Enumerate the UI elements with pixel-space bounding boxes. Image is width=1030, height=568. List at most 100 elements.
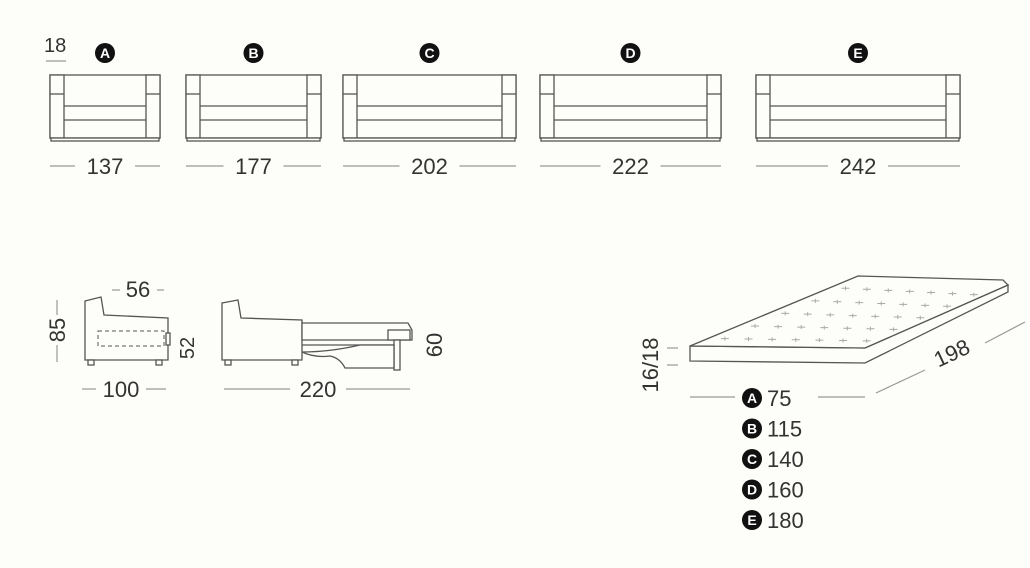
model-badge [419, 43, 440, 63]
model-letter: E [853, 45, 862, 61]
tuft-mark [969, 292, 978, 297]
model-letter: C [747, 451, 757, 467]
tuft-mark [927, 290, 936, 295]
sofa-front-B: B 177 [185, 43, 322, 179]
model-letter: C [424, 45, 434, 61]
foot [291, 359, 299, 366]
model-letter: B [248, 45, 258, 61]
armrest [342, 74, 358, 139]
tuft-mark [839, 338, 848, 343]
bed-end [387, 329, 411, 341]
mattress-width-item: D 160 [742, 478, 804, 503]
tuft-mark [899, 302, 908, 307]
side-view-open: 220 60 [221, 299, 447, 402]
sofa-base [540, 137, 721, 142]
bed-leg [393, 339, 401, 371]
tuft-mark [797, 325, 806, 330]
mattress-length-label: 198 [930, 334, 974, 372]
model-badge [742, 388, 762, 408]
dim-line [875, 369, 926, 394]
sofa-base [756, 137, 960, 142]
model-width-label: 177 [235, 154, 272, 179]
model-badge [742, 510, 762, 530]
foot [87, 359, 95, 366]
model-badge [620, 43, 641, 63]
model-badge [742, 449, 762, 469]
tuft-mark [862, 338, 871, 343]
model-letter: A [100, 45, 110, 61]
armrest [539, 74, 555, 139]
tuft-mark [791, 337, 800, 342]
seat-height-label: 52 [177, 337, 199, 359]
model-letter: B [747, 421, 757, 437]
armrest [945, 74, 961, 139]
armrest [306, 74, 322, 139]
armrest-width-label: 18 [44, 35, 66, 57]
tuft-mark [843, 326, 852, 331]
sofa-front-A: A 137 [49, 43, 161, 179]
tuft-mark [768, 337, 777, 342]
mattress-thickness-label: 16/18 [638, 337, 663, 392]
model-width-label: 202 [411, 154, 448, 179]
tuft-mark [744, 337, 753, 342]
tuft-mark [803, 312, 812, 317]
mattress-width-item: E 180 [742, 508, 804, 533]
hidden-bed-outline [97, 330, 165, 347]
model-width-label: 222 [612, 154, 649, 179]
foot [155, 359, 163, 366]
tuft-mark [862, 287, 871, 292]
side-view-closed: 56 85 52 100 [45, 277, 199, 402]
sofa-base [343, 137, 516, 142]
mattress-width-value: 115 [767, 417, 802, 442]
tuft-mark [833, 299, 842, 304]
model-badge [742, 479, 762, 500]
model-badge [742, 418, 762, 439]
model-letter: E [747, 512, 756, 528]
open-sofa-outline [221, 299, 303, 361]
tuft-mark [948, 291, 957, 296]
bed-handle [165, 332, 171, 346]
tuft-mark [841, 286, 850, 291]
model-badge [243, 43, 264, 63]
tuft-mark [893, 315, 902, 320]
sofa-front-C: C 202 [342, 43, 517, 179]
tuft-mark [871, 314, 880, 319]
mattress-width-item: B 115 [742, 417, 802, 442]
tuft-mark [905, 289, 914, 294]
armrest [49, 74, 65, 139]
tuft-mark [884, 288, 893, 293]
height-label: 85 [45, 318, 70, 342]
mattress-tufting [720, 286, 978, 343]
tuft-mark [848, 313, 857, 318]
armrest [185, 74, 201, 139]
model-letter: D [625, 45, 635, 61]
sofa-base [50, 137, 160, 142]
tuft-mark [877, 301, 886, 306]
tuft-mark [866, 326, 875, 331]
mattress-width-value: 75 [767, 386, 791, 411]
mattress-width-value: 160 [767, 478, 804, 503]
model-badge [848, 43, 868, 63]
model-width-label: 137 [87, 154, 124, 179]
tuft-mark [889, 327, 898, 332]
mattress-width-value: 180 [767, 508, 804, 533]
sofa-base [186, 137, 321, 142]
tuft-mark [781, 311, 790, 316]
front-views: A 137 B 177 C 202 D 222 E 242 [49, 43, 961, 179]
tuft-mark [751, 324, 760, 329]
seat-depth-label: 56 [126, 277, 150, 302]
model-letter: D [747, 482, 757, 498]
armrest [501, 74, 517, 139]
depth-label: 100 [103, 377, 140, 402]
tuft-mark [815, 338, 824, 343]
open-length-label: 220 [300, 377, 337, 402]
model-badge [95, 43, 115, 63]
tuft-mark [720, 336, 729, 341]
sofa-front-D: D 222 [539, 43, 722, 179]
foot [224, 359, 232, 366]
model-width-label: 242 [840, 154, 877, 179]
